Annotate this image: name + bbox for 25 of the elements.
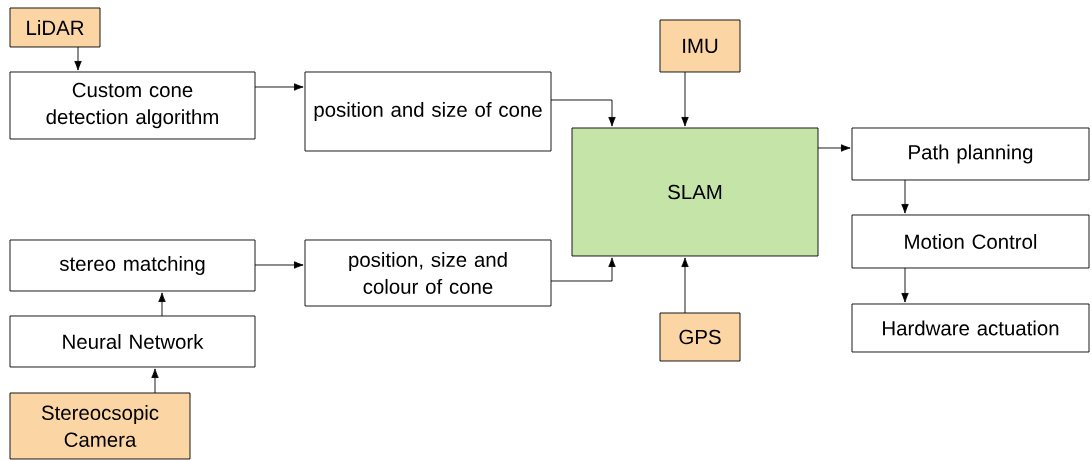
process-box: Motion Control (851, 214, 1090, 269)
arrow (151, 368, 159, 394)
sensor-box: Stereocsopic Camera (9, 392, 191, 460)
arrow (817, 144, 851, 152)
process-box: Custom cone detection algorithm (9, 71, 256, 140)
arrow (158, 292, 166, 317)
slam-box: SLAM (571, 127, 819, 257)
arrow (550, 257, 616, 282)
data-box: position and size of cone (304, 71, 552, 152)
sensor-box: IMU (659, 19, 741, 73)
process-box: Hardware actuation (851, 303, 1090, 353)
sensor-box: GPS (659, 312, 741, 362)
arrow (681, 71, 689, 127)
data-box: position, size and colour of cone (304, 239, 552, 307)
arrow (254, 261, 304, 269)
arrow (681, 257, 689, 314)
arrow (254, 83, 304, 91)
arrow (74, 46, 82, 71)
sensor-box: LiDAR (9, 7, 101, 48)
arrow (550, 99, 616, 127)
arrow (901, 267, 909, 303)
process-box: Neural Network (9, 315, 256, 368)
arrow (901, 179, 909, 214)
process-box: stereo matching (9, 239, 256, 292)
process-box: Path planning (851, 127, 1090, 181)
